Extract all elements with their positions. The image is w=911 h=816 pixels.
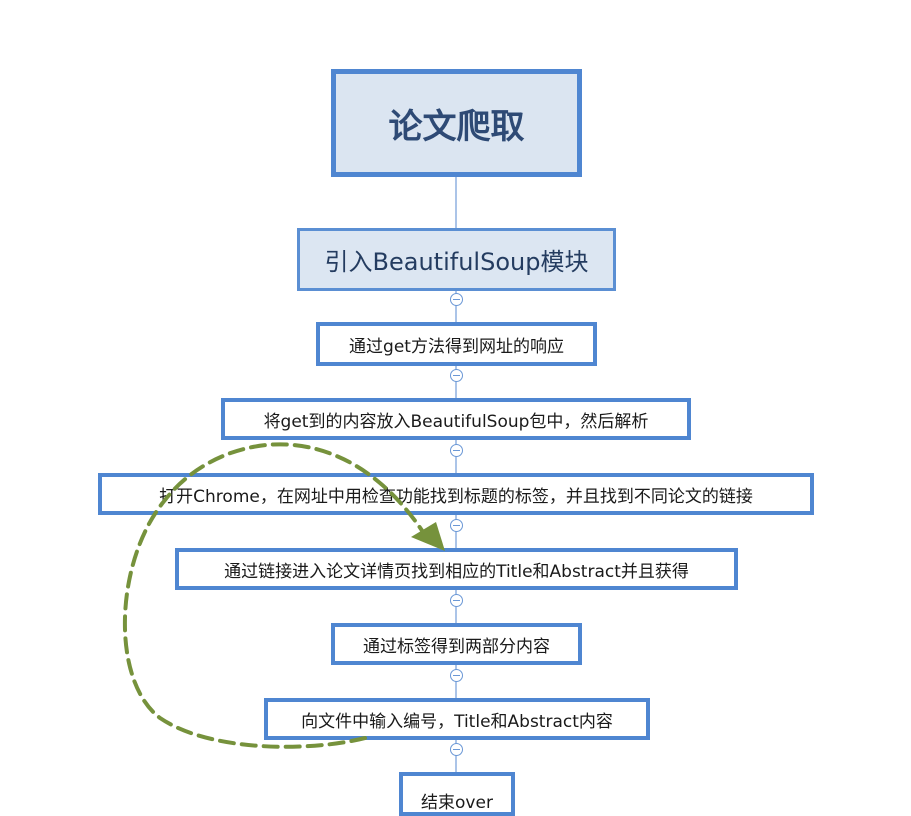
step-node-2[interactable]: 将get到的内容放入BeautifulSoup包中，然后解析 [221,398,691,440]
step-label: 打开Chrome，在网址中用检查功能找到标题的标签，并且找到不同论文的链接 [159,486,753,507]
step-node-4[interactable]: 通过链接进入论文详情页找到相应的Title和Abstract并且获得 [175,548,738,590]
root-node[interactable]: 论文爬取 [331,69,582,177]
topic-label: 引入BeautifulSoup模块 [324,248,589,276]
step-node-7[interactable]: 结束over [399,772,515,816]
step-node-1[interactable]: 通过get方法得到网址的响应 [316,322,597,366]
step-node-5[interactable]: 通过标签得到两部分内容 [331,623,582,665]
step-node-3[interactable]: 打开Chrome，在网址中用检查功能找到标题的标签，并且找到不同论文的链接 [98,473,814,515]
minus-circle-icon[interactable] [450,743,463,756]
minus-circle-icon[interactable] [450,444,463,457]
root-title: 论文爬取 [388,106,525,147]
step-label: 通过链接进入论文详情页找到相应的Title和Abstract并且获得 [224,561,689,582]
step-label: 通过get方法得到网址的响应 [349,336,564,357]
minus-circle-icon[interactable] [450,669,463,682]
step-label: 通过标签得到两部分内容 [363,636,550,657]
step-label: 结束over [421,793,493,813]
step-label: 向文件中输入编号，Title和Abstract内容 [301,711,613,732]
minus-circle-icon[interactable] [450,594,463,607]
mind-map-diagram: 论文爬取 引入BeautifulSoup模块 通过get方法得到网址的响应 将g… [98,69,814,816]
minus-circle-icon[interactable] [450,369,463,382]
minus-circle-icon[interactable] [450,293,463,306]
step-node-6[interactable]: 向文件中输入编号，Title和Abstract内容 [264,698,650,740]
minus-circle-icon[interactable] [450,519,463,532]
topic-node[interactable]: 引入BeautifulSoup模块 [297,228,616,291]
step-label: 将get到的内容放入BeautifulSoup包中，然后解析 [263,411,649,432]
